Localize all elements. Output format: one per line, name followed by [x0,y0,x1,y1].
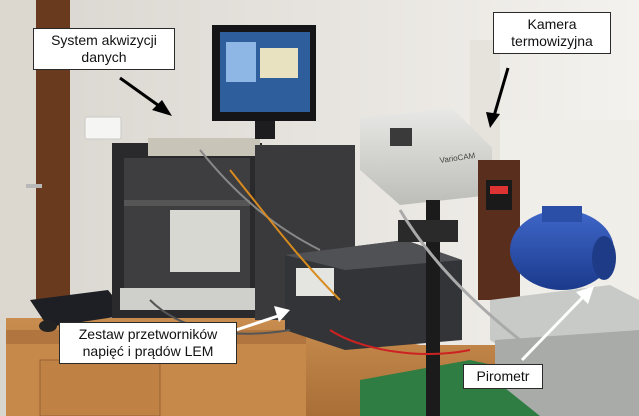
lem-box [285,240,462,350]
cable [398,209,521,342]
tripod-head [398,220,458,242]
motor-shaft-end [592,236,616,280]
camera-lens [390,128,412,146]
daq-module [170,210,240,272]
monitor-stand [255,121,275,139]
arrow-lem [235,306,290,332]
cable [199,149,321,251]
lem-callout-line-1: Zestaw przetworników [78,326,218,342]
drawer [39,359,161,416]
pyrometer-callout: Pirometr [463,364,543,389]
daq-rack-top [148,138,260,156]
mouse [39,320,57,332]
cable [329,329,471,355]
meter-digits [490,186,508,194]
cable [229,169,341,301]
monitor-chart [260,48,298,78]
pyrometer-callout-line-1: Pirometr [476,368,530,384]
door-handle [26,184,42,188]
lem-box-top [285,240,462,270]
daq-shelf [124,200,250,206]
daq-drawer [120,288,260,310]
wall-socket [84,116,122,140]
monitor-panel [226,42,256,82]
camera-callout: Kamera termowizyjna [493,12,611,54]
arrow-camera [486,67,510,128]
camera-callout-line-2: termowizyjna [511,33,593,49]
daq-callout: System akwizycji danych [33,28,175,70]
lem-callout: Zestaw przetworników napięć i prądów LEM [59,322,237,364]
arrow-daq [119,76,172,116]
motor-housing [510,210,614,290]
daq-callout-line-2: danych [81,49,127,65]
motor-terminal [542,206,582,222]
daq-callout-line-1: System akwizycji [51,32,157,48]
keyboard [30,290,128,327]
lem-callout-line-2: napięć i prądów LEM [82,343,214,359]
camera-callout-line-1: Kamera [527,16,577,32]
meter-display [486,180,512,210]
arrow-pyrometer [520,286,594,362]
